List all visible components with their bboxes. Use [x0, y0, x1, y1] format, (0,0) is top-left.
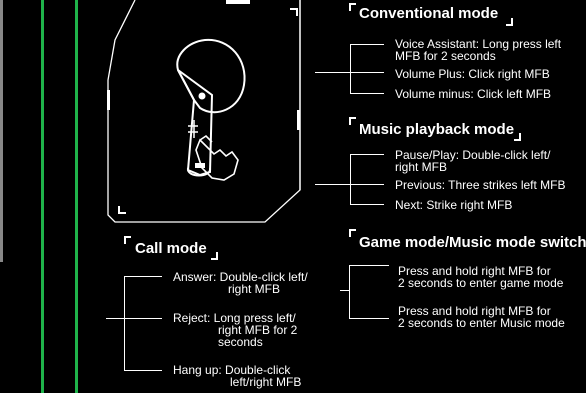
bracket: [124, 236, 131, 244]
call-reject: right MFB for 2: [218, 323, 298, 337]
connector: [315, 184, 351, 185]
pointing-hand-icon: [195, 134, 239, 181]
connector: [349, 318, 389, 319]
bracket: [211, 252, 218, 260]
connector: [124, 276, 162, 277]
game-item: 2 seconds to enter game mode: [398, 276, 564, 290]
connector: [350, 154, 384, 155]
call-reject: Reject: Long press left/: [173, 311, 296, 325]
connector: [350, 154, 351, 204]
conventional-mode-title: Conventional mode: [359, 5, 499, 22]
conventional-item: Volume minus: Click left MFB: [395, 87, 552, 101]
earbud-icon: [176, 38, 246, 177]
music-item: Next: Strike right MFB: [395, 198, 513, 212]
click-marks: [188, 120, 198, 138]
call-reject: seconds: [218, 335, 263, 349]
conventional-item: Voice Assistant: Long press left: [395, 37, 562, 51]
connector: [350, 44, 384, 45]
connector: [124, 370, 162, 371]
game-item: Press and hold right MFB for: [398, 264, 551, 278]
call-answer: right MFB: [228, 282, 281, 296]
game-item: Press and hold right MFB for: [398, 304, 551, 318]
music-item: Pause/Play: Double-click left/: [395, 148, 551, 162]
call-mode-title: Call mode: [135, 240, 207, 257]
left-divider-gray: [0, 0, 3, 262]
connector: [349, 265, 389, 266]
call-answer: Answer: Double-click left/: [173, 270, 308, 284]
left-divider-green-2: [75, 0, 78, 393]
bracket: [349, 117, 356, 125]
connector: [350, 93, 384, 94]
bracket: [506, 18, 513, 26]
connector: [350, 72, 384, 73]
connector: [350, 204, 384, 205]
connector: [350, 184, 384, 185]
music-item: Previous: Three strikes left MFB: [395, 178, 566, 192]
connector: [350, 44, 351, 94]
conventional-item: Volume Plus: Click right MFB: [395, 67, 550, 81]
call-hangup: Hang up: Double-click: [173, 363, 291, 377]
bracket: [514, 133, 521, 141]
conventional-item: MFB for 2 seconds: [395, 49, 496, 63]
connector: [349, 265, 350, 319]
game-item: 2 seconds to enter Music mode: [398, 316, 565, 330]
bracket: [349, 3, 356, 11]
left-divider-green-1: [41, 0, 44, 393]
call-hangup: left/right MFB: [230, 375, 302, 389]
game-mode-title: Game mode/Music mode switch: [359, 234, 586, 251]
music-mode-title: Music playback mode: [359, 121, 515, 138]
connector: [340, 290, 350, 291]
bracket: [349, 229, 356, 237]
connector: [124, 276, 125, 370]
connector: [106, 318, 162, 319]
music-item: right MFB: [395, 160, 448, 174]
connector: [315, 72, 351, 73]
